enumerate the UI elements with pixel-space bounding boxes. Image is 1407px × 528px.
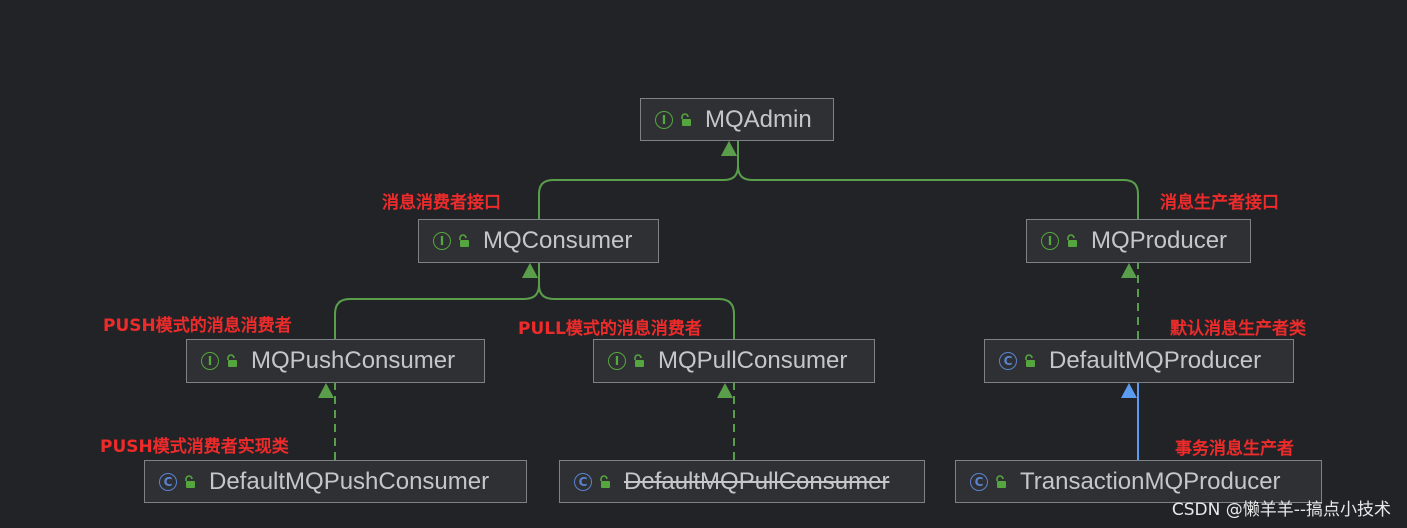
- annotation-default-producer: 默认消息生产者类: [1170, 319, 1306, 339]
- interface-icon: I: [655, 110, 673, 129]
- edge-mqpushconsumer-to-mqconsumer: [334, 263, 540, 339]
- unlock-icon: [459, 234, 469, 247]
- interface-icon: I: [608, 352, 626, 370]
- node-transactionmqproducer[interactable]: C TransactionMQProducer: [955, 460, 1322, 503]
- edge-mqconsumer-to-mqadmin: [538, 141, 739, 219]
- class-icon: C: [970, 472, 988, 491]
- edge-mqproducer-to-mqadmin: [721, 141, 1139, 219]
- node-label: MQConsumer: [483, 227, 633, 254]
- node-label: MQPushConsumer: [251, 347, 456, 374]
- node-defaultmqpushconsumer[interactable]: C DefaultMQPushConsumer: [144, 460, 527, 503]
- unlock-icon: [600, 474, 610, 488]
- node-mqconsumer[interactable]: I MQConsumer: [418, 219, 659, 263]
- node-label: MQPullConsumer: [658, 347, 848, 374]
- node-defaultmqproducer[interactable]: C DefaultMQProducer: [984, 339, 1294, 383]
- class-icon: C: [159, 472, 177, 491]
- interface-icon: I: [201, 352, 219, 370]
- node-mqproducer[interactable]: I MQProducer: [1026, 219, 1251, 263]
- node-label: DefaultMQProducer: [1049, 347, 1262, 374]
- node-mqpullconsumer[interactable]: I MQPullConsumer: [593, 339, 875, 383]
- annotation-push-consumer: PUSH模式的消息消费者: [103, 316, 292, 336]
- node-mqpushconsumer[interactable]: I MQPushConsumer: [186, 339, 485, 383]
- unlock-icon: [634, 354, 644, 367]
- annotation-producer-interface: 消息生产者接口: [1160, 193, 1279, 213]
- annotation-push-impl: PUSH模式消费者实现类: [100, 437, 289, 457]
- node-defaultmqpullconsumer[interactable]: C DefaultMQPullConsumer: [559, 460, 925, 503]
- node-label: TransactionMQProducer: [1020, 467, 1281, 495]
- unlock-icon: [185, 474, 195, 488]
- interface-icon: I: [1041, 232, 1059, 250]
- interface-icon: I: [433, 232, 451, 250]
- annotation-pull-consumer: PULL模式的消息消费者: [518, 319, 702, 339]
- node-label-deprecated: DefaultMQPullConsumer: [624, 467, 890, 495]
- watermark: CSDN @懒羊羊--搞点小技术: [1171, 500, 1391, 520]
- unlock-icon: [1067, 234, 1077, 247]
- node-label: MQAdmin: [705, 105, 812, 133]
- unlock-icon: [1025, 354, 1035, 367]
- annotation-transaction-producer: 事务消息生产者: [1175, 439, 1294, 459]
- unlock-icon: [996, 474, 1006, 488]
- edge-mqpullconsumer-to-mqconsumer: [522, 263, 735, 339]
- unlock-icon: [681, 112, 691, 126]
- node-mqadmin[interactable]: I MQAdmin: [640, 98, 834, 141]
- class-icon: C: [574, 472, 592, 491]
- node-label: MQProducer: [1091, 227, 1228, 254]
- unlock-icon: [227, 354, 237, 367]
- annotation-consumer-interface: 消息消费者接口: [382, 193, 501, 213]
- node-label: DefaultMQPushConsumer: [209, 467, 490, 495]
- class-icon: C: [999, 352, 1017, 370]
